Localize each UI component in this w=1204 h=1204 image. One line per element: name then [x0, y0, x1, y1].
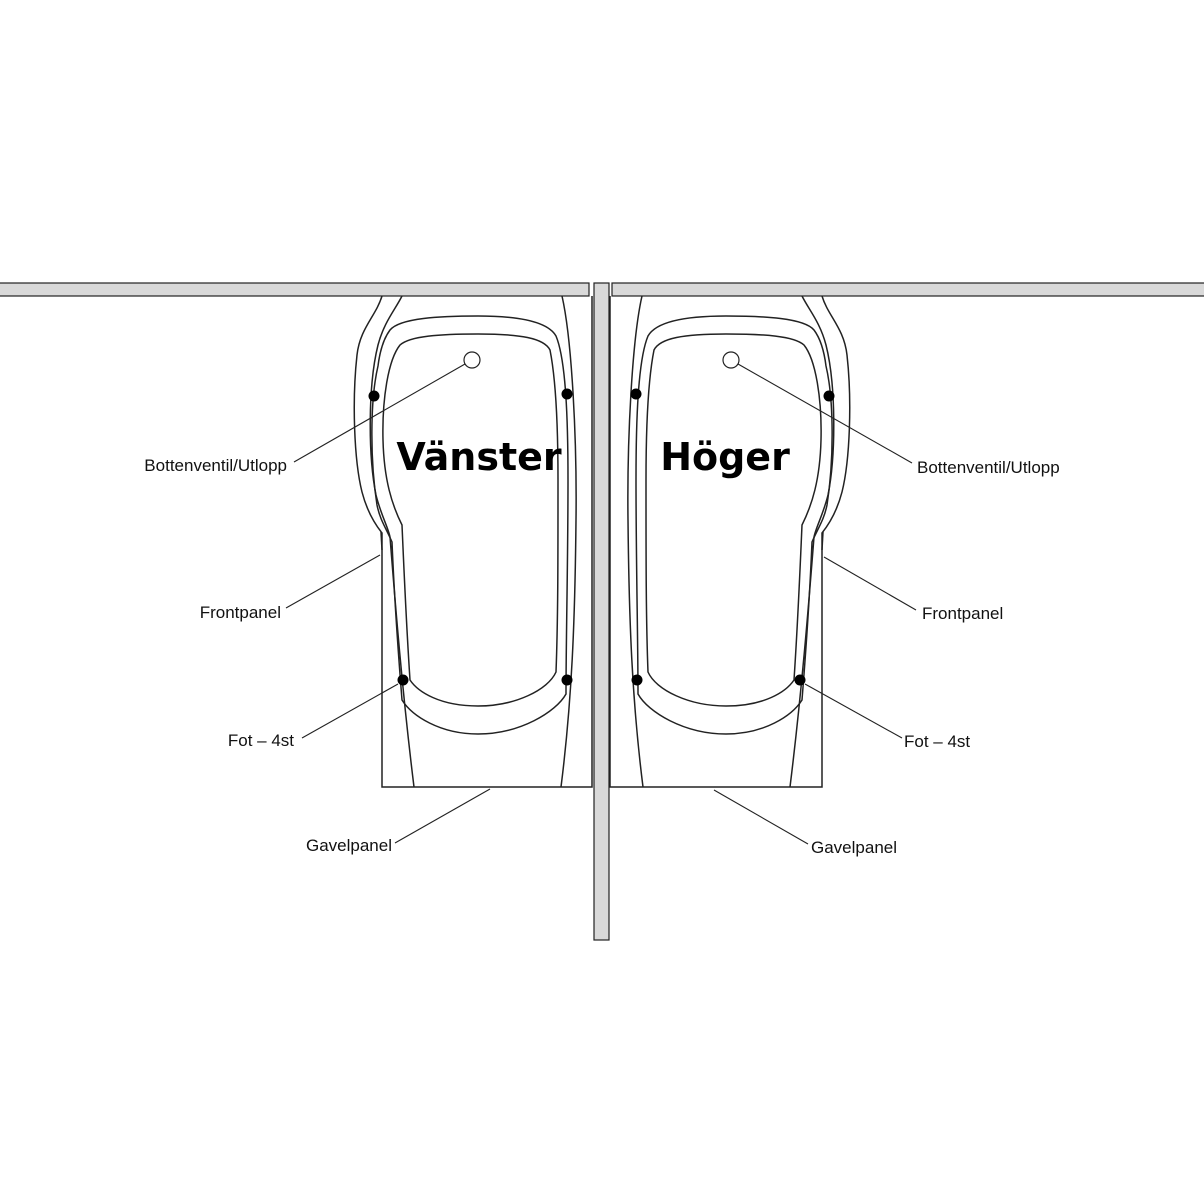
leader-lines	[285, 363, 917, 845]
left-tub-mid-rim	[371, 315, 569, 735]
right-foot-3	[631, 674, 643, 686]
leader-right-drain	[737, 363, 913, 464]
right-tub-outer-rim-left	[627, 295, 644, 788]
left-front-panel-top-edge	[380, 531, 383, 551]
left-foot-4	[561, 674, 573, 686]
right-front-panel-top-edge	[821, 531, 824, 551]
leader-right-front-panel	[823, 556, 917, 611]
right-tub: Höger	[609, 295, 851, 788]
label-left-feet: Fot – 4st	[228, 731, 294, 750]
leader-left-front-panel	[285, 554, 381, 609]
left-foot-3	[397, 674, 409, 686]
walls	[0, 282, 1204, 941]
right-tub-mid-rim	[635, 315, 833, 735]
label-right-end-panel: Gavelpanel	[811, 838, 897, 857]
label-left-front-panel: Frontpanel	[200, 603, 281, 622]
leader-right-foot	[804, 683, 903, 739]
back-wall-left	[0, 282, 590, 297]
left-foot-2	[561, 388, 573, 400]
leader-left-foot	[301, 683, 399, 739]
right-tub-outer-rim	[789, 295, 835, 788]
divider-wall	[593, 282, 610, 941]
right-foot-4	[794, 674, 806, 686]
label-left-end-panel: Gavelpanel	[306, 836, 392, 855]
left-tub-title: Vänster	[396, 435, 562, 479]
left-foot-1	[368, 390, 380, 402]
left-tub: Vänster	[353, 295, 593, 788]
right-foot-1	[630, 388, 642, 400]
leader-left-end-panel	[394, 788, 491, 844]
label-left-drain: Bottenventil/Utlopp	[144, 456, 287, 475]
right-tub-title: Höger	[660, 435, 790, 479]
label-right-feet: Fot – 4st	[904, 732, 970, 751]
right-foot-2	[823, 390, 835, 402]
right-drain-outlet	[722, 351, 740, 369]
labels: Bottenventil/Utlopp Frontpanel Fot – 4st…	[144, 456, 1059, 857]
leader-left-drain	[293, 363, 466, 463]
left-tub-outer-rim-right	[560, 295, 577, 788]
right-tub-basin	[645, 333, 822, 707]
label-right-front-panel: Frontpanel	[922, 604, 1003, 623]
left-tub-outline	[353, 295, 593, 788]
left-tub-outer-rim	[369, 295, 415, 788]
leader-right-end-panel	[713, 789, 809, 845]
label-right-drain: Bottenventil/Utlopp	[917, 458, 1060, 477]
left-drain-outlet	[463, 351, 481, 369]
left-tub-basin	[382, 333, 559, 707]
back-wall-right	[611, 282, 1204, 297]
right-tub-outline	[609, 295, 851, 788]
